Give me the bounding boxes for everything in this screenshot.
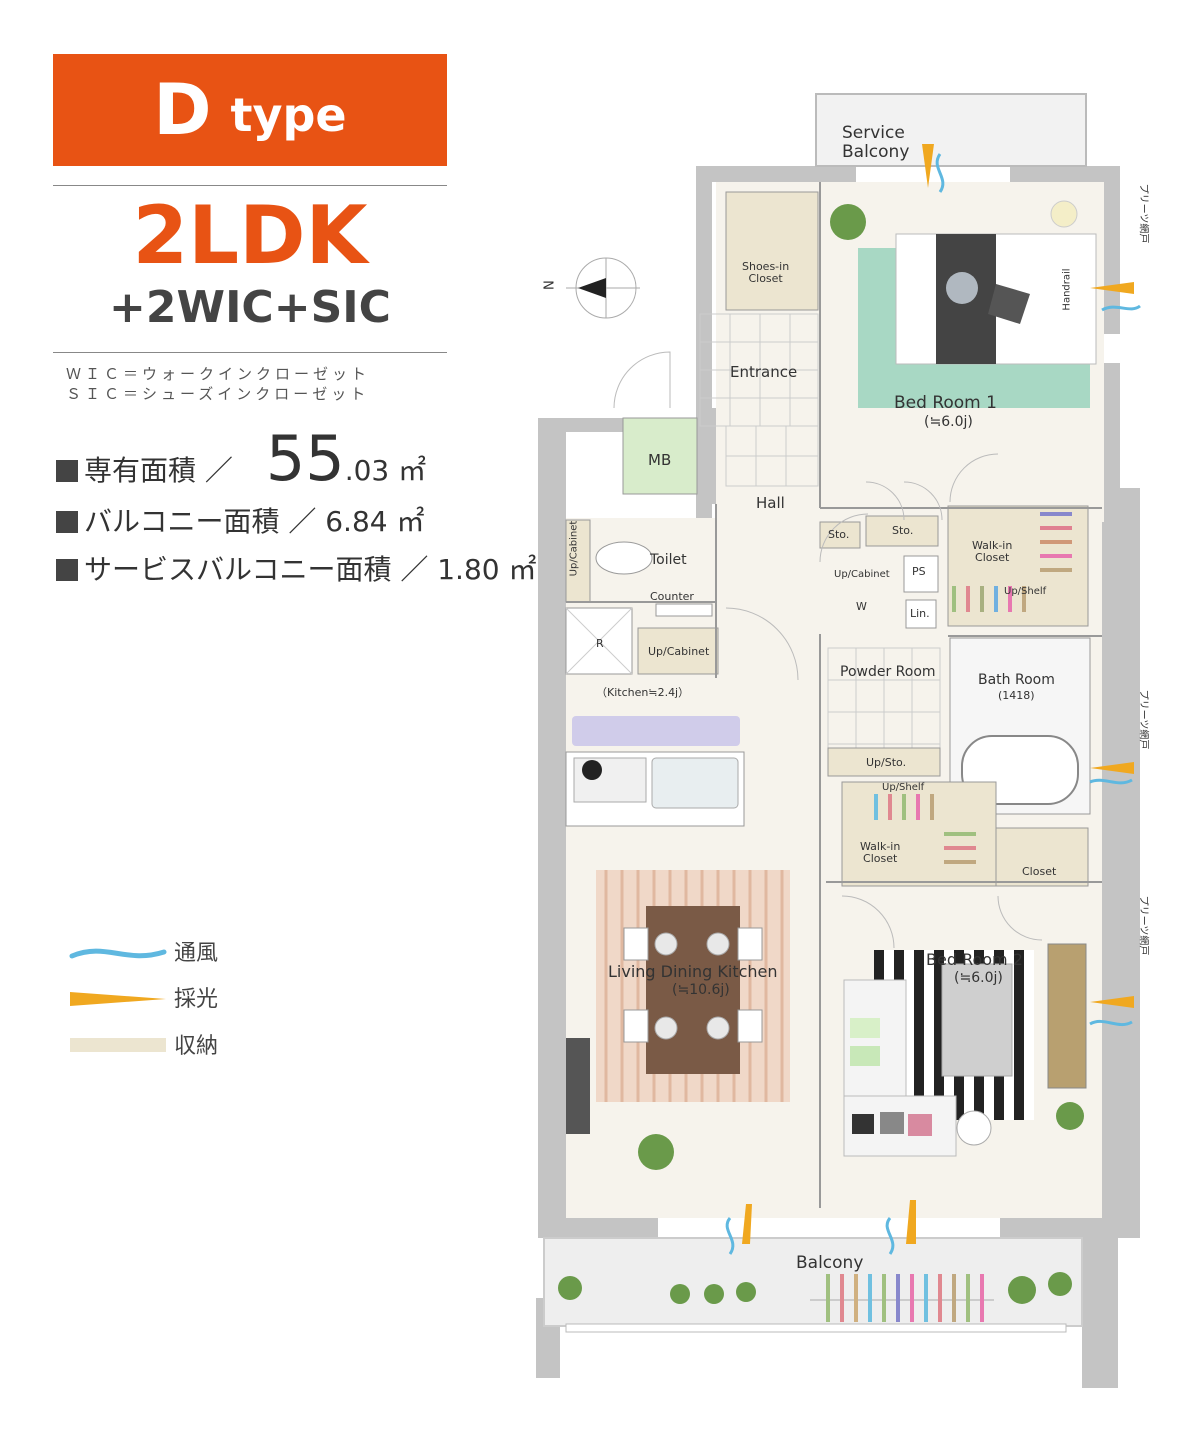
service-balcony-area-text: サービスバルコニー面積 ／ 1.80 ㎡ xyxy=(84,553,537,586)
type-word: type xyxy=(230,88,347,142)
exclusive-area: 専有面積 ／ 55.03 ㎡ xyxy=(56,428,426,490)
wind-icon xyxy=(69,948,167,959)
label-counter: Counter xyxy=(650,590,694,603)
legend-light: 採光 xyxy=(174,987,219,1012)
label-kitchen-size: （Kitchen≒2.4j） xyxy=(596,686,690,699)
interior-walls xyxy=(566,182,1102,1208)
label-wic-2: Walk-in Closet xyxy=(860,840,901,866)
plant-icon xyxy=(830,204,866,240)
label-sto-1: Sto. xyxy=(828,528,850,541)
label-pleats-2: プリーツ網戸 xyxy=(1137,689,1149,750)
label-up-cabinet-kitchen: Up/Cabinet xyxy=(648,645,710,658)
north-arrow-icon xyxy=(578,278,606,298)
label-bath-room-size: (1418) xyxy=(998,689,1035,702)
balcony-laundry xyxy=(810,1274,994,1322)
label-balcony: Balcony xyxy=(796,1253,864,1273)
bed2-bed xyxy=(941,963,1013,1077)
tall-cabinet xyxy=(566,1038,590,1134)
label-service-balcony: Service Balcony xyxy=(842,123,910,162)
label-mb: MB xyxy=(648,451,672,469)
abbr-wic: ＷＩＣ＝ウォークインクローゼット xyxy=(66,365,371,383)
service-balcony-area-plan xyxy=(815,93,1087,167)
bullet-square xyxy=(56,460,78,482)
light-arrows xyxy=(742,144,1134,1244)
label-ldk-size: (≒10.6j) xyxy=(672,982,730,998)
plant-icon xyxy=(638,1134,674,1170)
bullet-square xyxy=(56,511,78,533)
lin-box xyxy=(905,599,937,629)
hangers-1 xyxy=(952,512,1072,612)
storage-swatch xyxy=(70,1038,166,1052)
balcony-plants xyxy=(558,1272,1072,1304)
label-bed-room-1: Bed Room 1 xyxy=(894,393,997,413)
up-sto-box xyxy=(827,747,941,777)
compass xyxy=(566,257,640,319)
shoes-closet xyxy=(725,191,819,311)
label-up-cabinet-toilet: Up/Cabinet xyxy=(568,520,580,577)
sink xyxy=(651,757,739,809)
ps-box xyxy=(903,555,939,593)
balcony-area-plan xyxy=(543,1237,1083,1327)
wind-arrows xyxy=(725,153,1141,1255)
kitchen-upcabinet xyxy=(637,627,719,675)
sto2-box xyxy=(865,515,939,547)
bed2-shelf xyxy=(1047,943,1087,1089)
label-pleats-3: プリーツ網戸 xyxy=(1137,895,1149,956)
light-icon xyxy=(70,992,166,1006)
label-wic-1: Walk-in Closet xyxy=(972,539,1013,565)
bullet-square xyxy=(56,559,78,581)
floor-plan xyxy=(536,93,1141,1388)
legend-swatches xyxy=(69,948,167,1052)
label-ps: PS xyxy=(912,565,926,578)
label-closet: Closet xyxy=(1022,865,1057,878)
label-sto-2: Sto. xyxy=(892,524,914,537)
pan-icon xyxy=(582,760,602,780)
label-up-shelf-2: Up/Shelf xyxy=(882,782,925,793)
exclusive-area-int: 55 xyxy=(265,422,345,495)
exclusive-area-label: 専有面積 ／ xyxy=(84,454,233,487)
label-refrigerator: R xyxy=(596,637,604,650)
entrance-tiles xyxy=(699,313,819,487)
label-bed-room-2-size: (≒6.0j) xyxy=(954,970,1003,986)
label-lin: Lin. xyxy=(910,607,930,620)
label-up-shelf-1: Up/Shelf xyxy=(1004,586,1047,597)
plant-icon xyxy=(1056,1102,1084,1130)
label-powder-room: Powder Room xyxy=(840,664,936,680)
plan-subtype: +2WIC+SIC xyxy=(109,282,391,333)
plan-type: 2LDK xyxy=(132,189,368,282)
label-up-sto: Up/Sto. xyxy=(866,756,907,769)
label-shoes-closet: Shoes-in Closet xyxy=(742,260,790,286)
mb-box xyxy=(622,417,698,495)
abbr-sic: ＳＩＣ＝シューズインクローゼット xyxy=(66,385,370,403)
label-bed-room-2: Bed Room 2 xyxy=(926,950,1023,969)
label-toilet: Toilet xyxy=(650,552,687,568)
type-letter: D xyxy=(153,69,213,151)
toilet-cabinet xyxy=(565,519,591,603)
label-bath-room: Bath Room xyxy=(978,672,1055,688)
label-w: W xyxy=(856,600,867,613)
kitchen-counter-top xyxy=(572,716,740,746)
closet-box xyxy=(995,827,1089,887)
type-banner: D type xyxy=(53,54,447,166)
label-entrance: Entrance xyxy=(730,363,798,381)
balcony-area-text: バルコニー面積 ／ 6.84 ㎡ xyxy=(84,505,425,538)
label-handrail: Handrail xyxy=(1061,268,1073,311)
label-pleats-1: プリーツ網戸 xyxy=(1137,183,1149,244)
label-bed-room-1-size: (≒6.0j) xyxy=(924,414,973,430)
door-swings xyxy=(613,351,1043,949)
walls xyxy=(536,166,1140,1388)
service-balcony-area: サービスバルコニー面積 ／ 1.80 ㎡ xyxy=(56,556,537,584)
divider-bottom xyxy=(53,352,447,353)
label-hall: Hall xyxy=(756,494,785,512)
divider-top xyxy=(53,185,447,186)
label-up-cabinet-w: Up/Cabinet xyxy=(834,569,890,580)
sto1-box xyxy=(819,521,861,549)
legend-wind: 通風 xyxy=(174,941,219,966)
legend-storage: 収納 xyxy=(174,1034,219,1059)
balcony-area: バルコニー面積 ／ 6.84 ㎡ xyxy=(56,508,425,536)
label-ldk: Living Dining Kitchen xyxy=(608,962,778,981)
exclusive-area-dec: .03 ㎡ xyxy=(344,454,427,487)
